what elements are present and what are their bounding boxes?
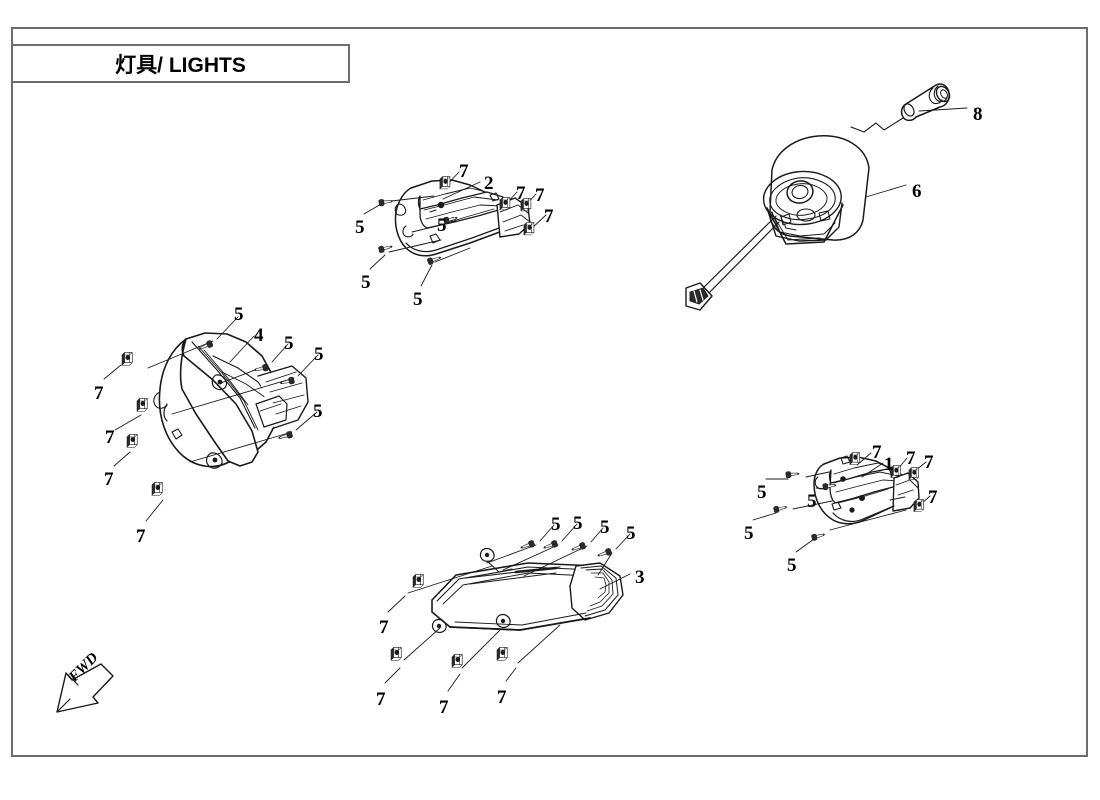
callout-7: 7 [535, 185, 545, 206]
page-title: 灯具/ LIGHTS [115, 53, 246, 77]
callout-7: 7 [136, 526, 146, 547]
title-block: 灯具/ LIGHTS [11, 44, 350, 83]
callout-5: 5 [437, 215, 447, 236]
callout-7: 7 [94, 383, 104, 404]
callout-7: 7 [459, 161, 469, 182]
callout-4: 4 [254, 325, 264, 346]
callout-8: 8 [973, 104, 983, 125]
callout-6: 6 [912, 181, 922, 202]
callout-5: 5 [551, 514, 561, 535]
callout-7: 7 [379, 617, 389, 638]
callout-7: 7 [105, 427, 115, 448]
callout-5: 5 [744, 523, 754, 544]
callout-7: 7 [104, 469, 114, 490]
callout-5: 5 [355, 217, 365, 238]
callout-7: 7 [872, 442, 882, 463]
callout-7: 7 [376, 689, 386, 710]
callout-5: 5 [313, 401, 323, 422]
callout-7: 7 [924, 452, 934, 473]
callout-5: 5 [361, 272, 371, 293]
callout-7: 7 [497, 687, 507, 708]
callout-2: 2 [484, 173, 494, 194]
callout-5: 5 [314, 344, 324, 365]
callout-1: 1 [884, 454, 894, 475]
callout-5: 5 [787, 555, 797, 576]
callout-7: 7 [516, 183, 526, 204]
callout-5: 5 [807, 491, 817, 512]
callout-5: 5 [757, 482, 767, 503]
drawing-frame [11, 27, 1088, 757]
callout-7: 7 [928, 487, 938, 508]
callout-5: 5 [284, 333, 294, 354]
callout-3: 3 [635, 567, 645, 588]
callout-7: 7 [544, 206, 554, 227]
callout-5: 5 [573, 513, 583, 534]
callout-7: 7 [906, 448, 916, 469]
callout-5: 5 [234, 304, 244, 325]
callout-7: 7 [439, 697, 449, 718]
callout-5: 5 [413, 289, 423, 310]
callout-5: 5 [626, 523, 636, 544]
callout-5: 5 [600, 517, 610, 538]
